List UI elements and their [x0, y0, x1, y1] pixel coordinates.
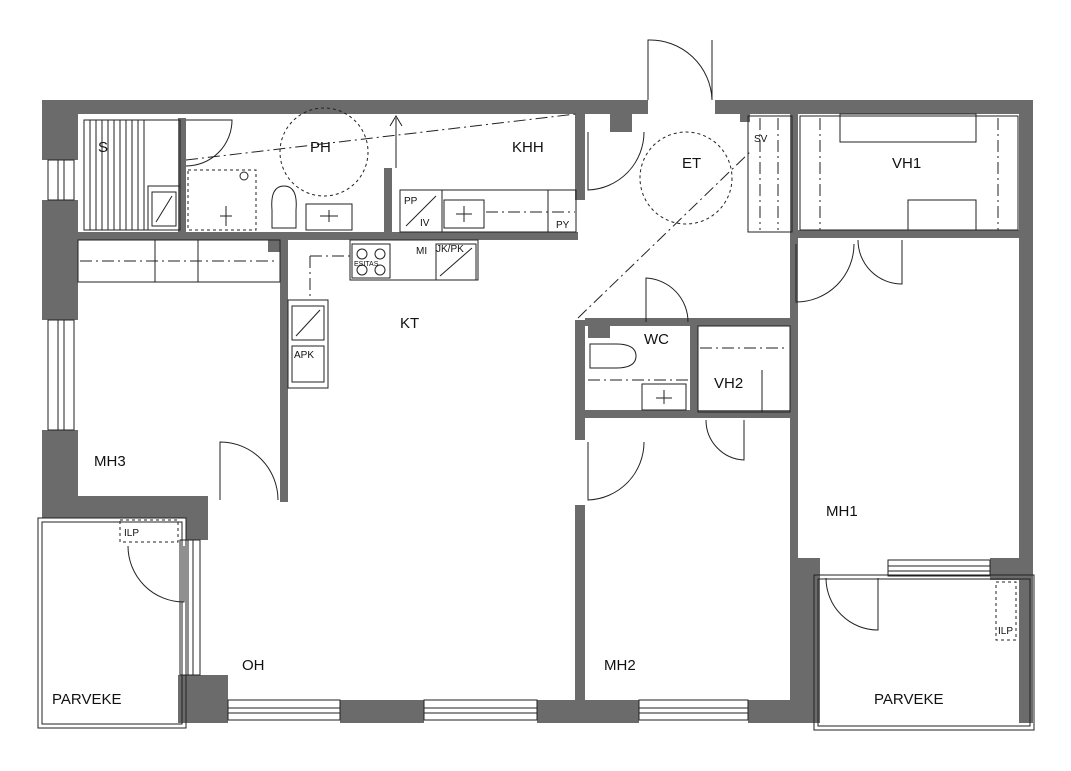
- wc-fixtures: [588, 343, 690, 411]
- bathroom-fixtures: [187, 107, 403, 231]
- fixture-label-sv: SV: [754, 134, 768, 145]
- kitchen-fixtures: [287, 239, 479, 389]
- room-label-khh: KHH: [512, 139, 544, 156]
- sauna-bench: [83, 119, 181, 231]
- fixture-label-apk: APK: [294, 350, 314, 361]
- fixture-label-jkpk: JK/PK: [436, 244, 464, 255]
- room-label-parveke-right: PARVEKE: [874, 691, 943, 708]
- windows: [47, 159, 991, 721]
- room-label-mh2: MH2: [604, 657, 636, 674]
- heat-pump-units: [119, 519, 1017, 641]
- fixture-label-mi: MI: [416, 246, 427, 257]
- fixture-label-pp: PP: [404, 196, 418, 207]
- fixture-label-iv: IV: [420, 218, 430, 229]
- fixture-label-ilp-left: ILP: [124, 528, 139, 539]
- room-label-vh1: VH1: [892, 155, 921, 172]
- turning-circles: [185, 113, 751, 319]
- walls: [42, 100, 1033, 723]
- balconies: [37, 517, 1035, 731]
- room-label-oh: OH: [242, 657, 265, 674]
- room-label-mh3: MH3: [94, 453, 126, 470]
- doors: [127, 39, 903, 631]
- room-label-mh1: MH1: [826, 503, 858, 520]
- fixture-label-ilp-right: ILP: [998, 626, 1013, 637]
- fixture-label-py: PY: [556, 220, 570, 231]
- room-label-s: S: [98, 139, 108, 156]
- room-label-parveke-left: PARVEKE: [52, 691, 121, 708]
- fixture-labels: SV PP IV PY MI JK/PK ESITAS APK ILP ILP: [124, 134, 1013, 637]
- room-label-et: ET: [682, 155, 701, 172]
- fixture-label-esitas: ESITAS: [354, 261, 379, 268]
- room-label-wc: WC: [644, 331, 669, 348]
- room-labels: S PH KHH ET VH1 KT WC VH2 MH3 MH1 MH2 OH…: [52, 139, 943, 708]
- room-label-vh2: VH2: [714, 375, 743, 392]
- room-label-ph: PH: [310, 139, 331, 156]
- utility-fixtures: [399, 189, 577, 233]
- room-label-kt: KT: [400, 315, 419, 332]
- wardrobes: [77, 113, 1019, 413]
